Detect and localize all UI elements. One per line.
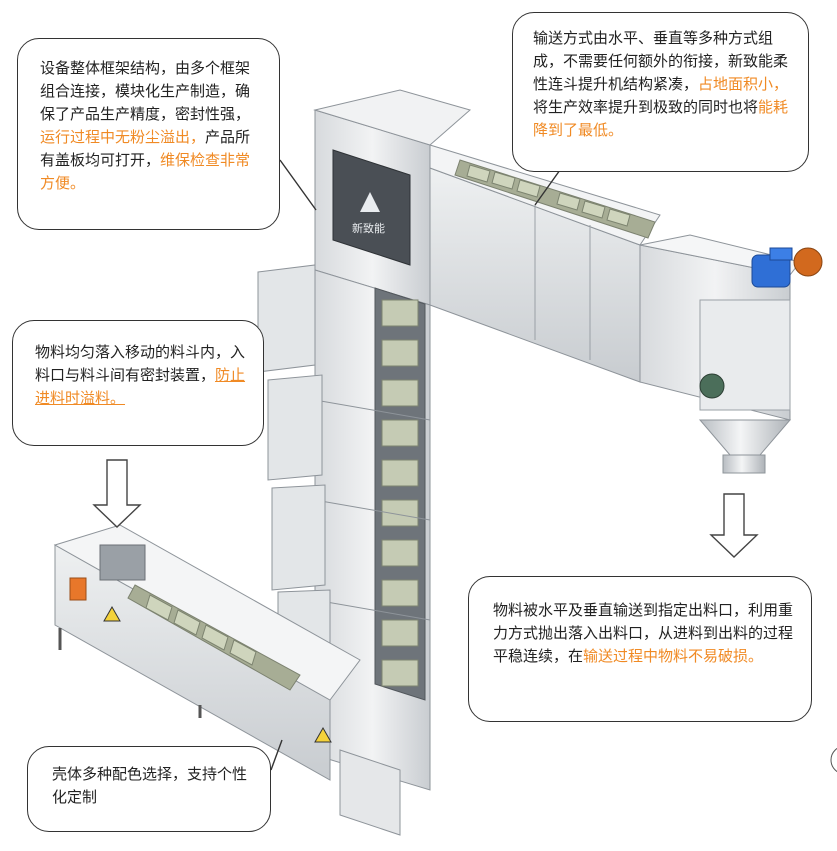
bottom-buckets (145, 594, 257, 666)
down-arrow-icon (709, 493, 759, 558)
callout-pointers (270, 159, 561, 771)
logo-mark-icon (360, 192, 380, 212)
top-buckets (466, 164, 631, 227)
callout-color-options: 壳体多种配色选择，支持个性化定制 (27, 746, 271, 832)
top-horizontal-conveyor (429, 144, 661, 383)
callout-text: 将生产效率提升到极致的同时也将 (533, 98, 759, 116)
page-edge-marker (830, 747, 837, 773)
column-buckets (381, 299, 419, 687)
callout-text: 物料被水平及垂直输送到指定出料口，利用重力方式抛出落入出料口，从进料到出料的过程… (493, 601, 794, 665)
callout-highlight: 占地面积小， (698, 75, 789, 93)
callout-feeding: 物料均匀落入移动的料斗内，入料口与料斗间有密封装置，防止进料时溢料。 (12, 320, 264, 446)
callout-highlight: 能耗降到了最低。 (533, 98, 789, 139)
top-corner-box: 新致能 (313, 89, 472, 306)
callout-frame-structure: 设备整体框架结构，由多个框架组合连接，模块化生产制造，确保了产品生产精度，密封性… (17, 38, 280, 230)
callout-conveying-modes: 输送方式由水平、垂直等多种方式组成，不需要任何额外的衔接，新致能柔性连斗提升机结… (512, 12, 809, 172)
callout-text: 物料均匀落入移动的料斗内，入料口与料斗间有密封装置， (35, 343, 246, 384)
callout-discharge: 物料被水平及垂直输送到指定出料口，利用重力方式抛出落入出料口，从进料到出料的过程… (468, 576, 812, 722)
callout-highlight: 维保检查非常方便。 (40, 151, 251, 192)
warning-icon (103, 605, 121, 622)
callout-highlight: 运行过程中无粉尘溢出， (40, 128, 206, 146)
warning-icon (314, 726, 332, 743)
callout-text: 设备整体框架结构，由多个框架组合连接，模块化生产制造，确保了产品生产精度，密封性… (40, 59, 251, 123)
vertical-column (314, 269, 431, 836)
callout-text: 产品所有盖板均可打开， (40, 128, 251, 169)
callout-highlight: 防止进料时溢料。 (35, 366, 246, 407)
bottom-feed-conveyor (53, 524, 361, 781)
drive-head (639, 234, 823, 474)
brand-logo-text: 新致能 (352, 221, 385, 235)
motor-icon (751, 247, 823, 288)
callout-highlight: 输送过程中物料不易破损。 (583, 647, 764, 665)
down-arrow-icon (92, 459, 142, 528)
callout-text: 输送方式由水平、垂直等多种方式组成，不需要任何额外的衔接，新致能柔性连斗提升机结… (533, 29, 789, 93)
callout-text: 壳体多种配色选择，支持个性化定制 (52, 765, 248, 806)
